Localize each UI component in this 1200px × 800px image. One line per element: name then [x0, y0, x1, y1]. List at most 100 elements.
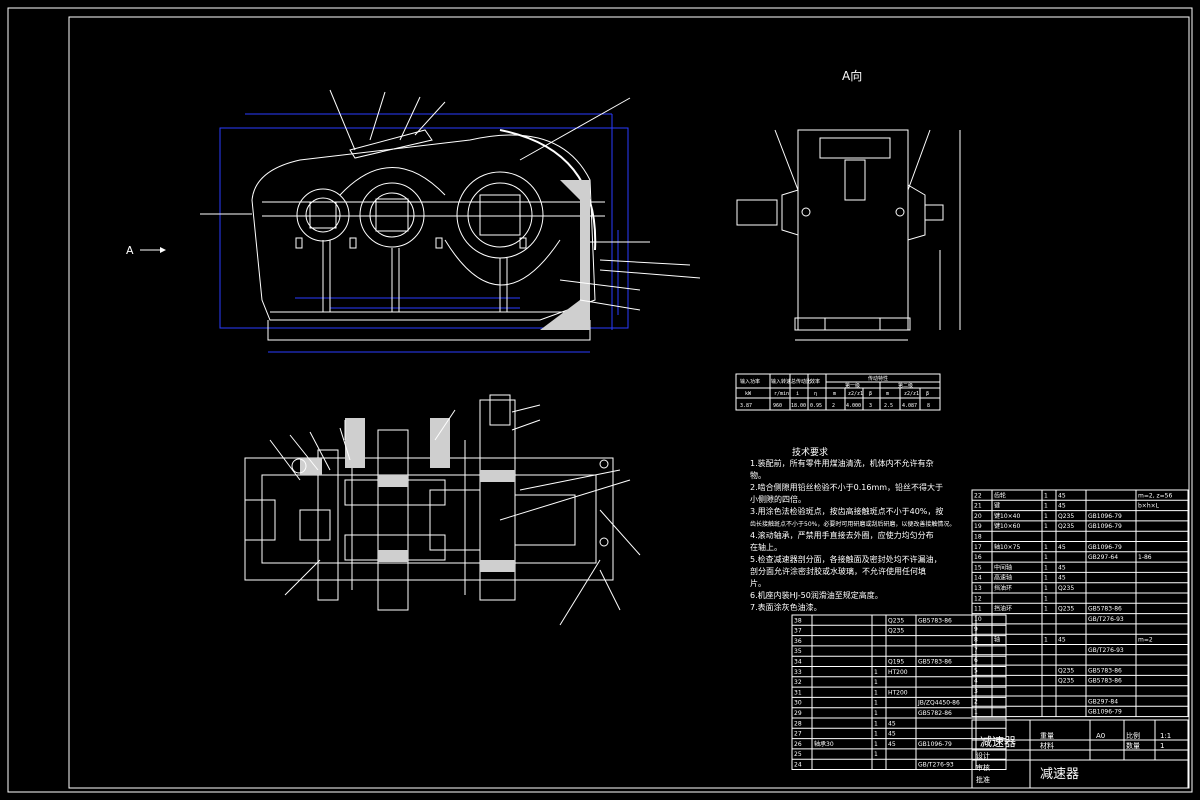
bom-cell: 轴10×75 [994, 543, 1020, 551]
bom-cell: 1 [1044, 595, 1048, 602]
bom-cell: Q195 [888, 659, 904, 666]
bom-cell: GB1096-79 [1088, 523, 1122, 530]
sheet-size: A0 [1096, 732, 1105, 740]
tech-req-line: 6.机座内装HJ-50润滑油至规定高度。 [750, 590, 883, 600]
bom-cell: 1 [874, 710, 878, 717]
bom-cell: 35 [794, 648, 802, 655]
arrow-a-label: A [126, 244, 134, 257]
title-name: 减速器 [980, 735, 1016, 749]
bom-cell: 键 [994, 502, 1000, 510]
bom-cell: 1 [1044, 492, 1048, 499]
bom-cell: Q235 [888, 628, 904, 635]
bom-cell: GB5783-86 [1088, 606, 1122, 613]
bom-cell: Q235 [1058, 667, 1074, 674]
bom-cell: 45 [1058, 637, 1066, 644]
bom-cell: Q235 [1058, 523, 1074, 530]
outer-border [7, 7, 1193, 793]
bom-cell: 11 [974, 606, 982, 613]
bom-cell: 1 [874, 700, 878, 707]
bom-cell: 45 [1058, 544, 1066, 551]
param-sub-7: m [886, 391, 889, 397]
bom-cell: 高速轴 [994, 574, 1012, 582]
approve-label: 批准 [976, 775, 990, 784]
bom-cell: 1 [1044, 523, 1048, 530]
tech-req-line: 物。 [750, 470, 766, 480]
bom-cell: Q235 [1058, 678, 1074, 685]
param-val-eff: 0.95 [810, 403, 822, 409]
bom-cell: GB1096-79 [918, 741, 952, 748]
bom-cell: GB297-64 [1088, 554, 1118, 561]
bom-cell: 1 [874, 679, 878, 686]
bom-cell: 轴 [994, 636, 1000, 644]
tech-req-line: 片。 [750, 578, 766, 588]
param-h-2: 总传动比 [791, 378, 811, 385]
scale-value: 1:1 [1160, 732, 1171, 740]
bom-cell: 45 [888, 720, 896, 727]
bom-cell: 25 [794, 751, 802, 758]
param-h-3: 效率 [810, 378, 820, 385]
plan-view [244, 394, 641, 626]
bom-cell: 14 [974, 575, 982, 582]
param-sub-5: z2/z1 [848, 391, 863, 397]
bom-cell: GB1096-79 [1088, 709, 1122, 716]
param-h-4: 传动特性 [868, 375, 888, 382]
bom-cell: 1 [1044, 606, 1048, 613]
inner-frame [68, 16, 1190, 789]
bom-cell: 32 [794, 679, 802, 686]
bom-cell: 1 [874, 731, 878, 738]
bom-cell: 45 [888, 741, 896, 748]
tech-req-line: 3.用涂色法检验斑点，按齿高接触斑点不小于40%，按 [750, 506, 943, 516]
bom-cell: 键10×60 [994, 522, 1020, 530]
bom-cell: HT200 [888, 689, 908, 696]
bom-cell: 轴承30 [814, 740, 834, 748]
bom-cell: 17 [974, 544, 982, 551]
tech-req-lines: 1.装配前，所有零件用煤油清洗，机体内不允许有杂 物。 2.啮合侧隙用铅丝检验不… [750, 458, 955, 612]
bom-cell: GB297-84 [1088, 698, 1118, 705]
bom-cell: m=2 [1138, 637, 1153, 644]
param-sub-1: r/min [774, 391, 789, 397]
bom-cell: 18 [974, 534, 982, 541]
param-val-m2: 2.5 [884, 403, 893, 409]
param-sub-4: m [833, 391, 836, 397]
title-name-main: 减速器 [1040, 767, 1079, 782]
bom-cell: 中间轴 [994, 563, 1012, 571]
bom-cell: 10 [974, 616, 982, 623]
bom-cell: GB/T276-93 [918, 762, 954, 769]
parameter-table [735, 373, 941, 411]
check-label: 审核 [976, 763, 990, 772]
qty-label: 数量 [1126, 741, 1140, 750]
front-view [140, 89, 701, 353]
bom-cell: 22 [974, 492, 982, 499]
param-sub-9: β [926, 391, 929, 397]
bom-cell: GB1096-79 [1088, 513, 1122, 520]
bom-cell: 31 [794, 689, 802, 696]
tech-req-line: 7.表面涂灰色油漆。 [750, 602, 822, 612]
param-val-ratio: 18.00 [791, 403, 806, 409]
material-label: 材料 [1040, 741, 1054, 750]
scale-label: 比例 [1126, 731, 1140, 740]
bom-cell: 13 [974, 585, 982, 592]
bom-cell: 28 [794, 720, 802, 727]
bom-cell: 26 [794, 741, 802, 748]
bom-cell: 24 [794, 762, 802, 769]
bom-cell: 挡油环 [994, 584, 1012, 592]
bom-cell: 21 [974, 503, 982, 510]
tech-req-title: 技术要求 [792, 446, 828, 458]
view-a-label: A向 [842, 68, 862, 83]
param-h-5: 第一级 [845, 382, 860, 389]
bom-cell: 12 [974, 595, 982, 602]
bom-cell: 45 [1058, 564, 1066, 571]
bom-cell: GB5783-86 [918, 659, 952, 666]
bom-cell: GB5783-86 [918, 617, 952, 624]
bom-cell: GB/T276-93 [1088, 616, 1124, 623]
param-val-b1: 3 [869, 403, 872, 409]
bom-cell: 1 [874, 751, 878, 758]
bom-cell: 齿轮 [994, 491, 1006, 499]
bom-cell: 16 [974, 554, 982, 561]
bom-cell: 1 [1044, 513, 1048, 520]
bom-cell: 1 [874, 741, 878, 748]
bom-cell: 34 [794, 659, 802, 666]
param-h-0: 输入功率 [740, 378, 760, 385]
bom-cell: 37 [794, 628, 802, 635]
